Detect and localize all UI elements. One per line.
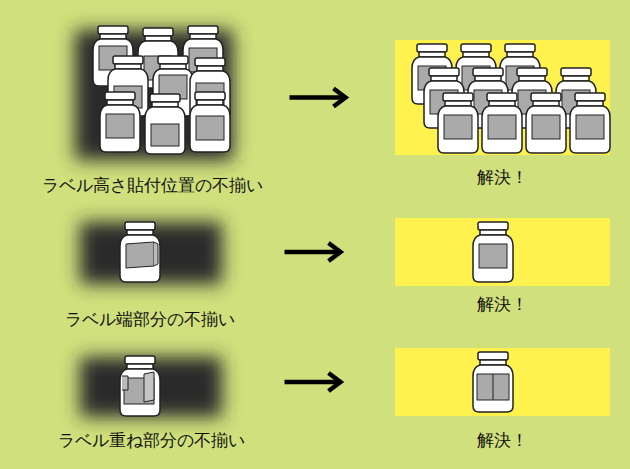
problem-panel: ラベル重ね部分の不揃い: [72, 350, 230, 422]
arrow-connector: [290, 95, 346, 100]
panel-caption: ラベル端部分の不揃い: [65, 309, 235, 329]
solved-panel: 解決！: [395, 348, 610, 416]
edge-jar: [120, 222, 513, 282]
arrow-connector: [285, 250, 341, 255]
dark-panel: [75, 30, 233, 417]
uneven-jars: [93, 26, 230, 154]
overlap-jar: [120, 352, 513, 416]
yellow-panel: [395, 40, 610, 416]
panel-caption: 解決！: [477, 294, 528, 314]
panel-caption: 解決！: [477, 167, 528, 187]
aligned-jars: [412, 44, 610, 153]
solved-panel: 解決！: [395, 40, 610, 155]
problem-panel: ラベル端部分の不揃い: [70, 213, 230, 291]
panel-caption: ラベル高さ貼付位置の不揃い: [42, 175, 263, 195]
solved-panel: 解決！: [395, 218, 610, 286]
panel-caption: 解決！: [477, 430, 528, 450]
arrow-connector: [285, 380, 341, 385]
panel-caption: ラベル重ね部分の不揃い: [58, 430, 245, 450]
problem-panel: ラベル高さ貼付位置の不揃い: [65, 22, 240, 167]
